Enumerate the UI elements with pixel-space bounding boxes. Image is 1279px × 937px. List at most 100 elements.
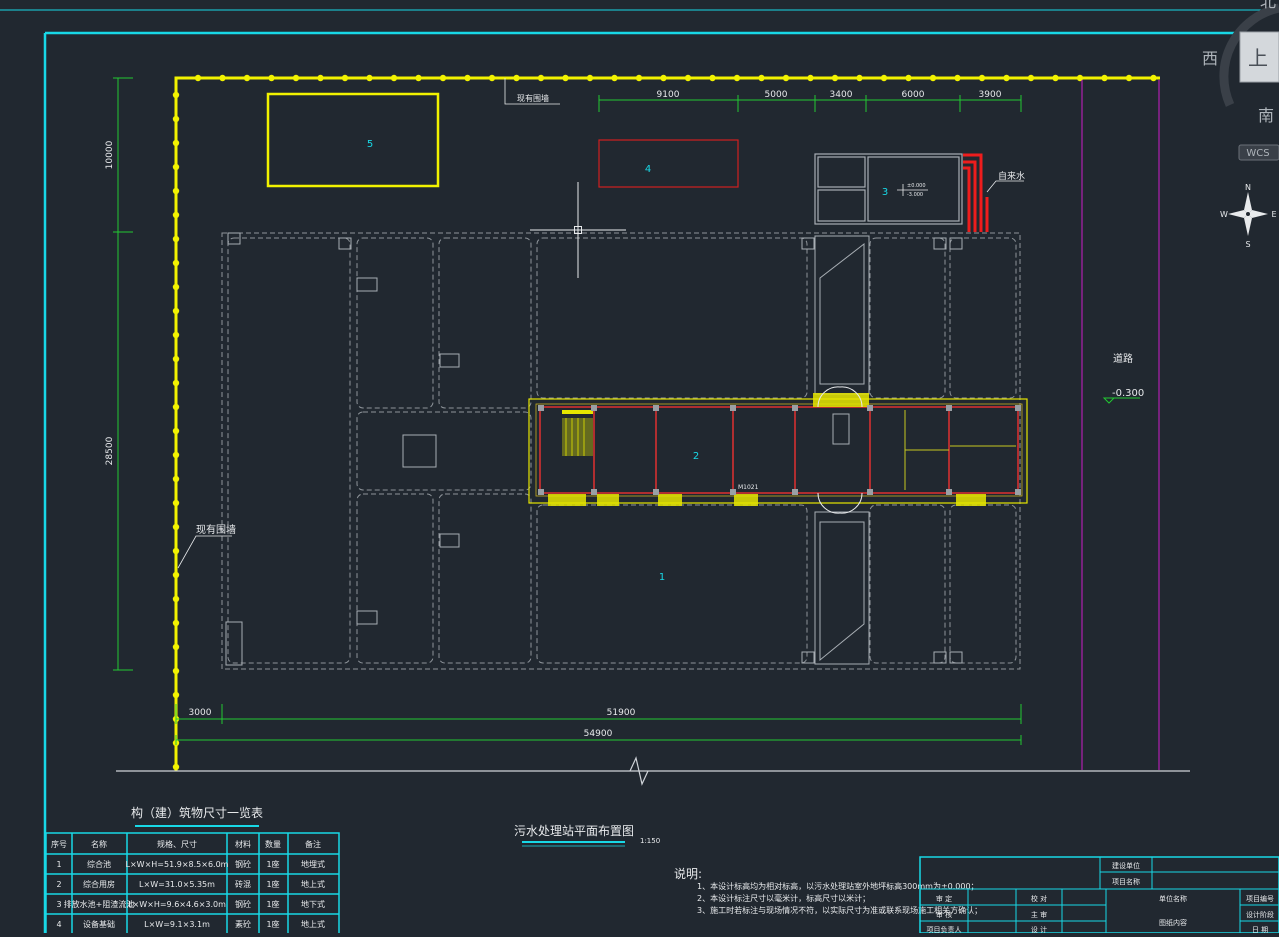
note-2: 2、本设计标注尺寸以毫米计，标高尺寸以米计； [697,893,870,903]
wall-post [635,74,643,82]
wall-post [856,74,863,82]
table-cell: 素砼 [235,919,251,929]
wall-post [782,74,790,82]
plan-scale: 1:150 [640,837,660,845]
pool-channels [814,235,870,665]
tb-unit-name: 单位名称 [1159,894,1187,903]
wall-post [292,74,300,82]
dim-left-2: 28500 [105,436,115,465]
block-5-number: 5 [367,139,373,150]
wall-post [172,571,180,579]
viewcube-north-label: 北 [1260,0,1276,11]
table-cell: L×W×H=51.9×8.5×6.0m [126,860,229,869]
table-cell: 2 [56,880,61,889]
block-4-outline[interactable] [598,139,739,188]
wcs-button[interactable] [1238,144,1279,161]
table-cell: 3 [56,900,61,909]
wall-post [172,403,180,411]
wall-post [268,74,275,82]
elevation-marker [897,184,928,196]
wall-post [1101,74,1108,82]
wall-post [758,74,765,82]
wall-post [1052,74,1059,82]
table-cell: 地埋式 [301,859,325,869]
table-header-cell: 数量 [265,839,281,849]
wall-post [172,187,180,195]
table-cell: 设备基础 [83,919,115,929]
wall-post [513,74,520,82]
compass-rose [1228,192,1268,236]
wall-post [880,74,888,82]
tb-design-stage: 设计阶段 [1246,910,1274,919]
block-3-number: 3 [882,187,888,198]
wall-post [172,139,180,147]
wall-post [172,475,180,483]
drawing-frame [0,9,1279,933]
bottom-dimension-lines [175,704,1022,745]
compass-n: N [1245,183,1251,192]
table-cell: 1座 [266,859,279,869]
wall-post [172,523,180,531]
block-3-tanks[interactable] [814,153,963,225]
wall-post [172,691,180,699]
door-tag: M1021 [738,484,759,491]
existing-wall-left-label: 现有围墙 [196,523,236,536]
wall-post [172,667,180,675]
table-cell: 综合用房 [83,879,115,889]
viewcube[interactable]: 上 北 西 南 WCS [1202,0,1279,161]
notes-title: 说明: [674,866,702,881]
tb-proof: 校 对 [1031,894,1047,903]
table-cell: 综合池 [87,859,111,869]
wall-post [586,74,594,82]
compass-e: E [1271,210,1276,219]
table-header-cell: 规格、尺寸 [157,839,197,849]
block-1-pool[interactable] [221,232,1021,670]
table-title: 构（建）筑物尺寸一览表 [131,805,263,820]
tb-design: 设 计 [1031,925,1047,933]
table-header-cell: 材料 [235,839,251,849]
dim-top-1: 9100 [657,90,680,100]
wall-post [341,74,349,82]
elevation-b-label: -3.000 [907,192,923,198]
table-cell: 排放水池+阻渣流池 [64,899,135,909]
table-cell: 1座 [266,899,279,909]
viewcube-south-label: 南 [1258,106,1274,125]
plan-title: 污水处理站平面布置图 [514,824,634,838]
wall-post [172,619,180,627]
wall-post [172,91,180,99]
table-cell: 1座 [266,879,279,889]
wall-post [172,307,180,315]
tb-project-no: 项目编号 [1246,894,1274,903]
wall-post [172,259,180,267]
road-boundary [1081,80,1160,770]
dim-bottom-51900: 51900 [607,708,636,718]
wall-post [172,451,180,459]
tb-chief: 主 审 [1031,910,1047,919]
wall-post [464,74,471,82]
wall-post [172,355,180,363]
table-cell: 1座 [266,919,279,929]
viewcube-top-label: 上 [1248,46,1268,70]
wall-post [172,163,180,171]
road-elevation-label: -0.300 [1112,388,1144,399]
table-header-cell: 名称 [91,839,107,849]
compass-w: W [1220,210,1228,219]
wall-post [172,595,180,603]
wall-post [194,74,202,82]
wall-post [172,235,180,243]
block-2-building[interactable] [528,386,1028,514]
wcs-label: WCS [1246,148,1269,159]
wall-post [954,74,961,82]
wall-post [219,74,226,82]
wall-post [172,115,180,123]
wall-post [172,547,180,555]
viewcube-top-face[interactable] [1239,31,1279,83]
block-5-outline[interactable] [266,92,440,188]
wall-post [243,74,251,82]
tb-sheet: 日 期 [1252,926,1268,933]
note-1: 1、本设计标高均为相对标高，以污水处理站室外地坪标高300mm为±0.000； [697,881,979,891]
break-line [629,756,649,786]
table-cell: 钢砼 [235,859,251,869]
